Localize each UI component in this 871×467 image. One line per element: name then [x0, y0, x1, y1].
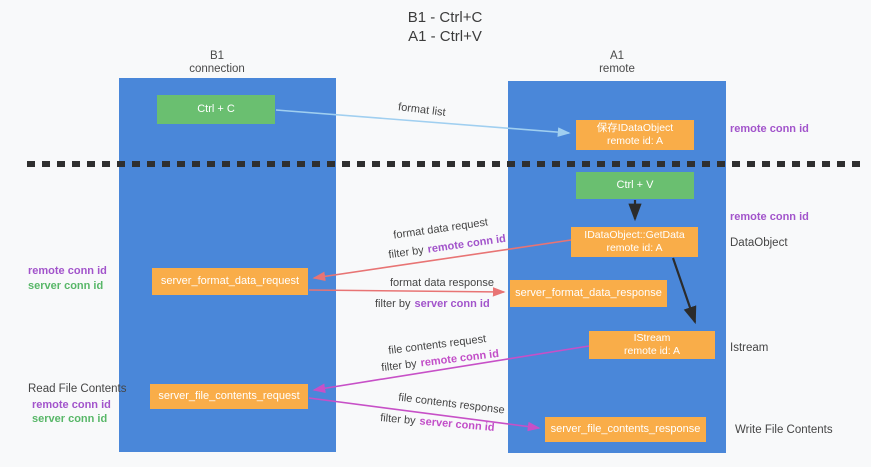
ctrl-c-box: Ctrl + C: [157, 95, 275, 124]
server-conn-id-left-1: server conn id: [28, 280, 104, 292]
server-conn-id-left-2: server conn id: [32, 413, 108, 425]
file-contents-response-label: file contents response: [397, 391, 506, 417]
filter-by-text: filter by: [379, 412, 417, 428]
istream-side-label: Istream: [730, 342, 769, 354]
read-file-contents-label: Read File Contents: [28, 383, 127, 395]
istream-box: IStream remote id: A: [589, 331, 715, 359]
column-header-b1: B1 connection: [147, 50, 287, 76]
ctrl-c-label: Ctrl + C: [197, 103, 235, 115]
filter-by-text: filter by: [375, 298, 411, 310]
idataobject-getdata-box: IDataObject::GetData remote id: A: [571, 227, 698, 257]
column-b1-name: B1: [209, 50, 225, 62]
column-a1-role: remote: [599, 63, 635, 75]
remote-conn-id-text: remote conn id: [426, 232, 507, 256]
server-file-contents-request-box: server_file_contents_request: [150, 384, 308, 409]
format-list-label: format list: [397, 101, 447, 119]
remote-conn-id-right-1: remote conn id: [730, 123, 809, 135]
save-idataobject-line2: remote id: A: [606, 135, 663, 147]
ctrl-v-label: Ctrl + V: [616, 179, 654, 191]
server-format-data-response-box: server_format_data_response: [510, 280, 667, 307]
title-line-1: B1 - Ctrl+C: [407, 9, 483, 26]
filter-by-text: filter by: [380, 357, 418, 375]
write-file-contents-label: Write File Contents: [735, 424, 833, 436]
filter-by-text: filter by: [387, 244, 425, 262]
save-idataobject-box: 保存IDataObject remote id: A: [576, 120, 694, 150]
getdata-line2: remote id: A: [606, 242, 663, 254]
dashed-separator-line: [27, 161, 862, 167]
remote-conn-id-left-1: remote conn id: [28, 265, 107, 277]
title-line-2: A1 - Ctrl+V: [408, 28, 482, 45]
istream-line1: IStream: [633, 332, 671, 344]
column-b1-role: connection: [189, 63, 245, 75]
server-format-data-response-label: server_format_data_response: [515, 287, 662, 299]
server-conn-id-text: server conn id: [414, 298, 490, 310]
server-format-data-request-box: server_format_data_request: [152, 268, 308, 295]
getdata-line1: IDataObject::GetData: [584, 229, 685, 241]
dataobject-side-label: DataObject: [730, 237, 788, 249]
server-format-data-request-label: server_format_data_request: [160, 275, 300, 287]
server-file-contents-request-label: server_file_contents_request: [158, 390, 300, 402]
remote-conn-id-left-2: remote conn id: [32, 399, 111, 411]
server-file-contents-response-label: server_file_contents_response: [550, 423, 701, 435]
diagram-title: B1 - Ctrl+C A1 - Ctrl+V: [340, 8, 550, 46]
remote-conn-id-right-2: remote conn id: [730, 211, 809, 223]
format-data-response-arrow: [308, 287, 506, 297]
format-data-response-label: format data response: [390, 277, 494, 289]
column-a1-name: A1: [609, 50, 625, 62]
istream-line2: remote id: A: [623, 345, 681, 357]
server-conn-id-text: server conn id: [419, 415, 495, 434]
ctrl-v-box: Ctrl + V: [576, 172, 694, 199]
save-idataobject-line1: 保存IDataObject: [596, 122, 674, 134]
column-header-a1: A1 remote: [547, 50, 687, 76]
server-file-contents-response-box: server_file_contents_response: [545, 417, 706, 442]
